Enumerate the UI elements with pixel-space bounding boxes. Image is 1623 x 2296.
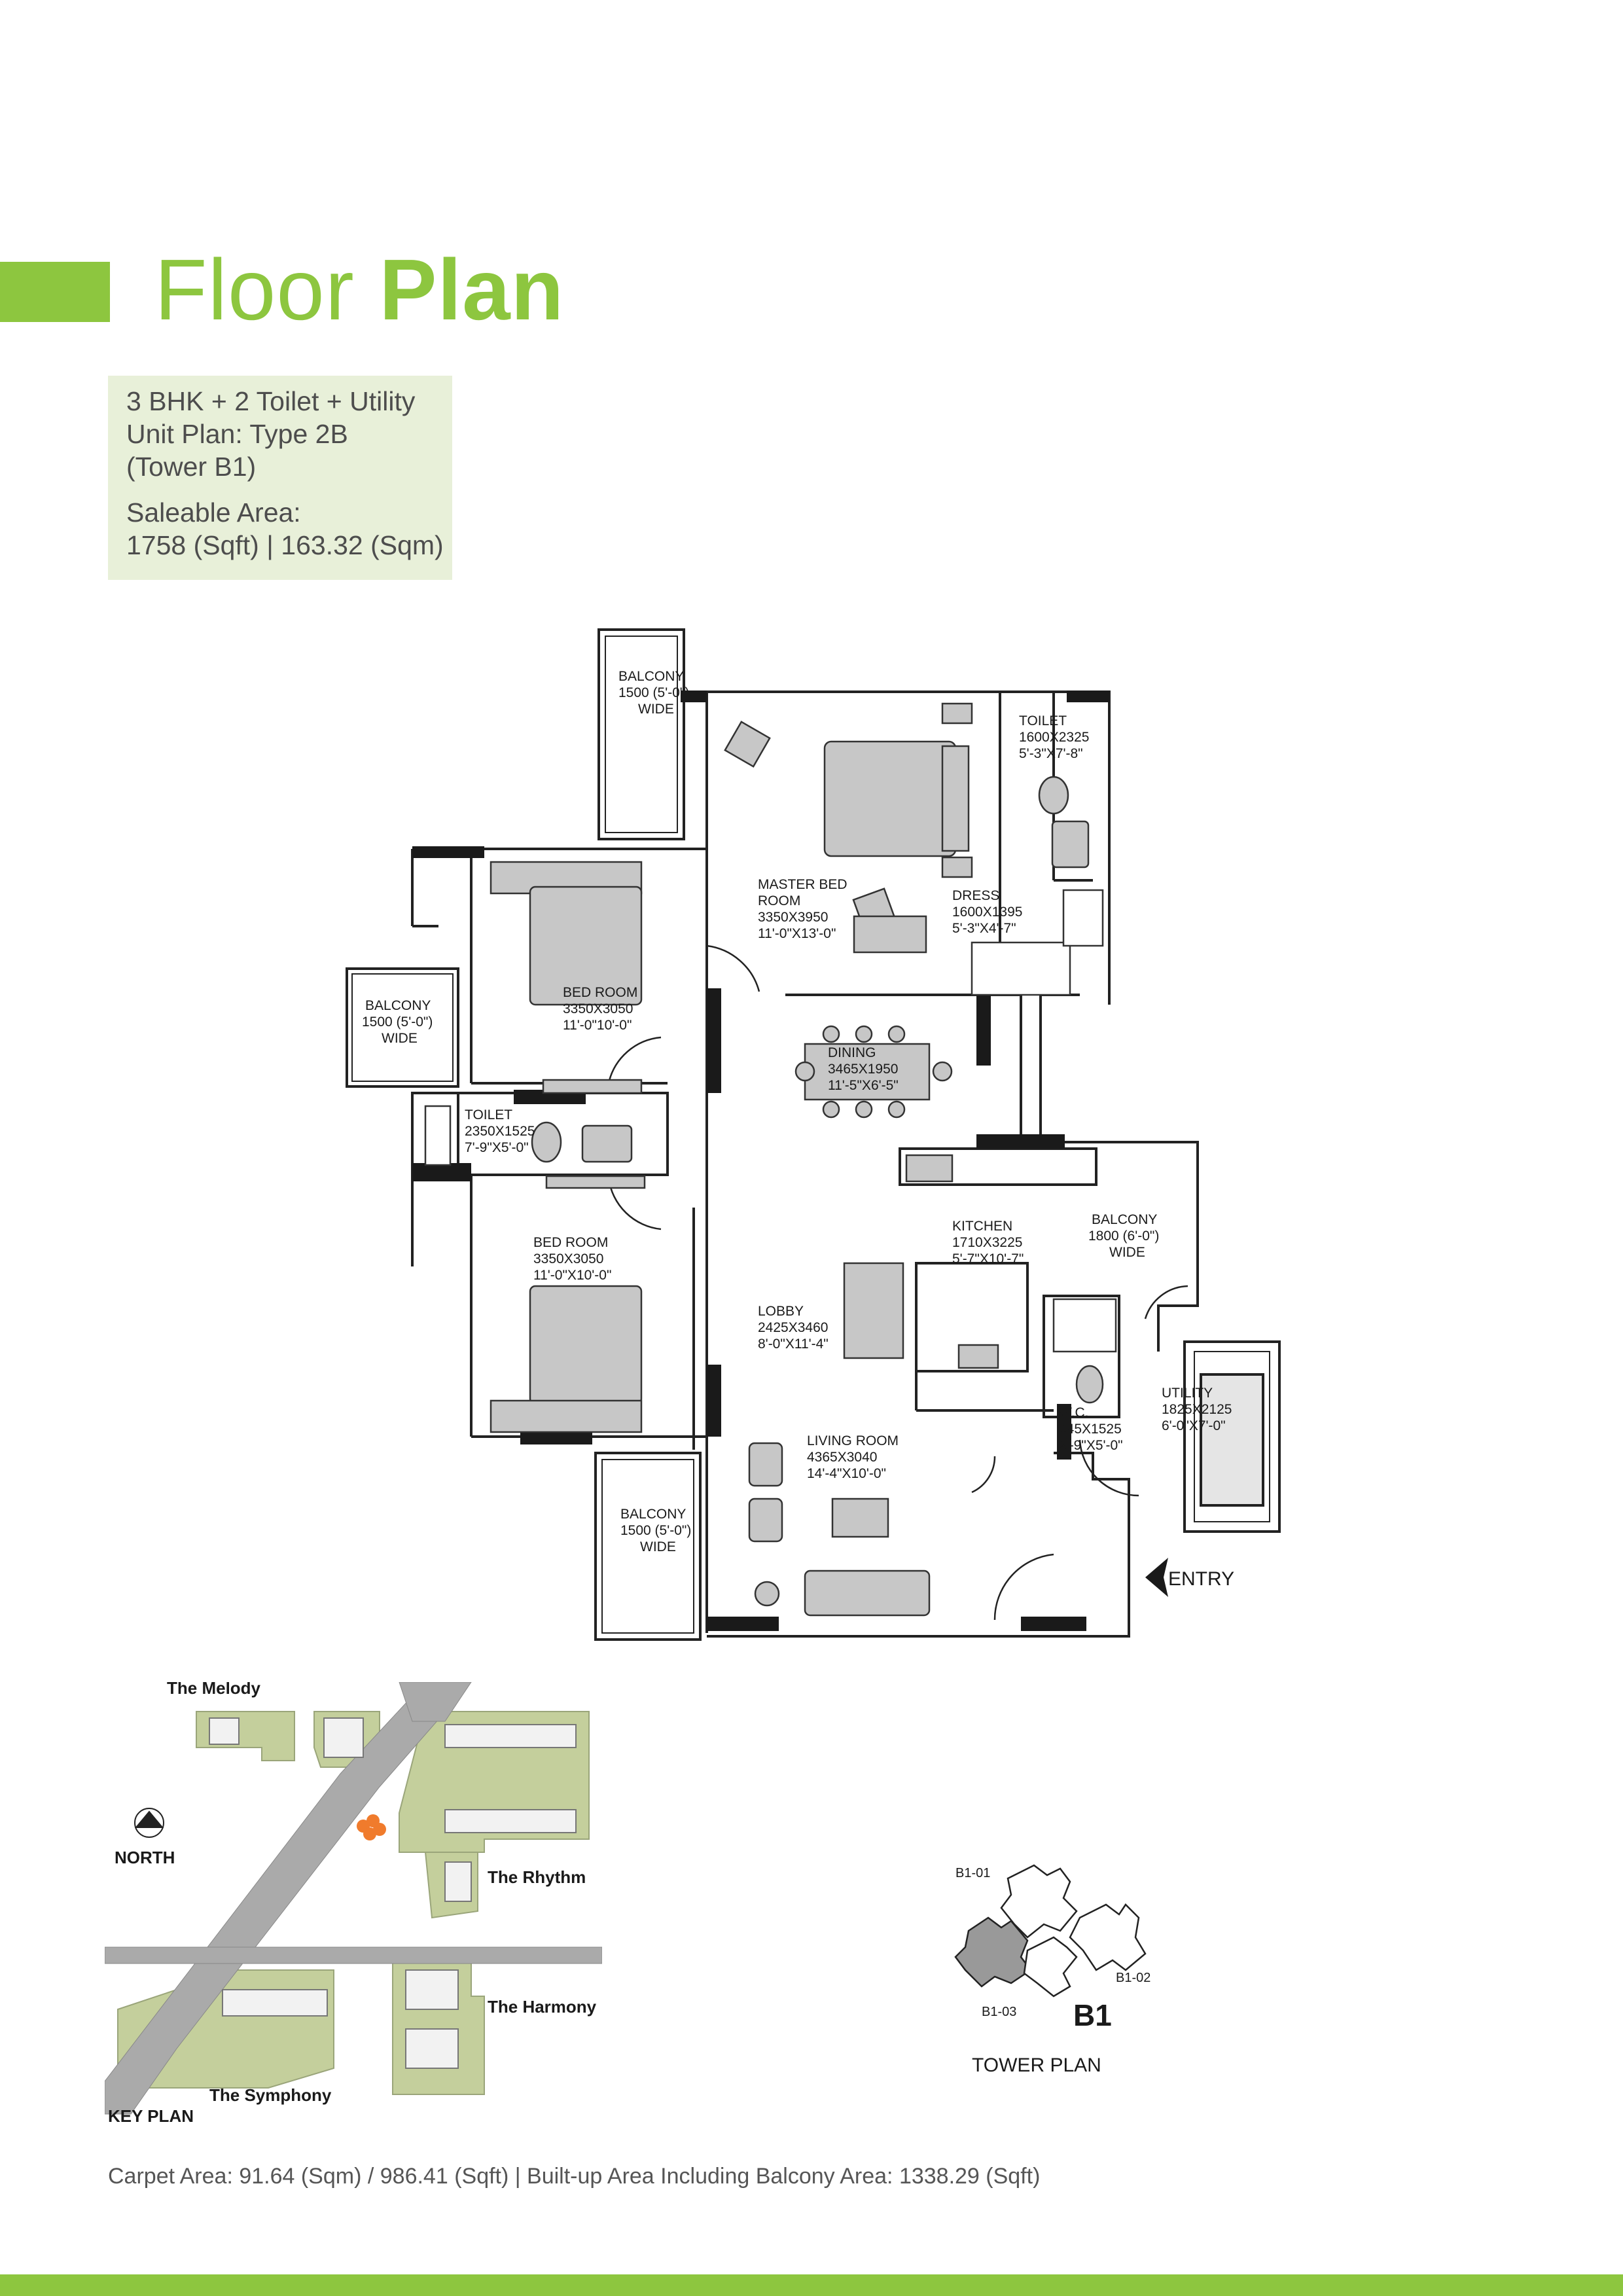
unit-info-box: 3 BHK + 2 Toilet + Utility Unit Plan: Ty…: [108, 376, 452, 580]
footer-areas: Carpet Area: 91.64 (Sqm) / 986.41 (Sqft)…: [108, 2164, 1041, 2189]
dim-kitchen-2: 5'-7"X10'-7": [952, 1251, 1024, 1266]
label-b1-01: B1-01: [955, 1866, 990, 1880]
label-balcony-bottom: BALCONY: [620, 1507, 686, 1522]
tower-plan: B1-01 B1-02 B1-03 B1 TOWER PLAN: [929, 1846, 1204, 2108]
dim-balcony-left-1: 1500 (5'-0"): [362, 1014, 433, 1030]
saleable-area-label: Saleable Area:: [126, 497, 301, 528]
label-north: NORTH: [115, 1848, 175, 1867]
dim-toilet-common-2: 7'-9"X5'-0": [465, 1140, 529, 1155]
dim-dress-1: 1600X1395: [952, 905, 1022, 920]
north-arrow-icon: [134, 1808, 164, 1838]
dim-dress-2: 5'-3"X4'-7": [952, 921, 1016, 936]
dim-wc-2: 2'-9"X5'-0": [1059, 1438, 1123, 1453]
accent-bar: [0, 262, 110, 322]
dim-lobby-2: 8'-0"X11'-4": [758, 1336, 829, 1352]
label-bedroom-2: BED ROOM: [533, 1235, 608, 1250]
label-the-symphony: The Symphony: [209, 2085, 332, 2105]
label-b1-03: B1-03: [982, 2005, 1016, 2019]
label-living-room: LIVING ROOM: [807, 1433, 899, 1448]
highlight-tower-icon: [357, 1814, 386, 1840]
dim-balcony-left-2: WIDE: [382, 1031, 418, 1046]
dim-kitchen-1: 1710X3225: [952, 1235, 1022, 1250]
title-bold: Plan: [379, 242, 565, 338]
saleable-area-value: 1758 (Sqft) | 163.32 (Sqm): [126, 530, 444, 560]
unit-config: 3 BHK + 2 Toilet + Utility: [126, 386, 416, 416]
label-dress: DRESS: [952, 888, 999, 903]
unit-tower: (Tower B1): [126, 452, 257, 482]
dim-toilet-master-1: 1600X2325: [1019, 730, 1089, 745]
label-wc: W.C.: [1059, 1405, 1089, 1420]
dim-balcony-right-1: 1800 (6'-0"): [1088, 1229, 1159, 1244]
dim-dining-2: 11'-5"X6'-5": [828, 1078, 899, 1093]
page-title: Floor Plan: [154, 241, 564, 339]
label-master-bed-2: ROOM: [758, 893, 800, 908]
dim-bedroom-2-2: 11'-0"X10'-0": [533, 1268, 611, 1283]
label-the-harmony: The Harmony: [488, 1997, 597, 2017]
label-dining: DINING: [828, 1045, 876, 1060]
floor-plan-drawing: BALCONY 1500 (5'-0") WIDE TOILET 1600X23…: [346, 628, 1281, 1641]
dim-balcony-right-2: WIDE: [1109, 1245, 1145, 1260]
label-entry: ENTRY: [1168, 1568, 1234, 1590]
label-balcony-left: BALCONY: [365, 998, 431, 1013]
label-tower-plan: TOWER PLAN: [972, 2054, 1101, 2076]
unit-type: Unit Plan: Type 2B: [126, 419, 348, 449]
label-utility: UTILITY: [1162, 1386, 1213, 1401]
label-lobby: LOBBY: [758, 1304, 804, 1319]
key-plan-map: The Melody NORTH The Rhythm The Harmony …: [104, 1678, 603, 2134]
label-the-melody: The Melody: [167, 1682, 261, 1698]
dim-bedroom-2-1: 3350X3050: [533, 1251, 603, 1266]
tower-plan-drawing: B1-01 B1-02 B1-03 B1 TOWER PLAN: [954, 1864, 1150, 2076]
dim-living-room-1: 4365X3040: [807, 1450, 877, 1465]
dim-balcony-bottom-2: WIDE: [640, 1539, 676, 1554]
dim-master-bed-1: 3350X3950: [758, 910, 828, 925]
dim-master-bed-2: 11'-0"X13'-0": [758, 926, 836, 941]
dim-balcony-bottom-1: 1500 (5'-0"): [620, 1523, 691, 1538]
dim-bedroom-1-2: 11'-0"10'-0": [563, 1018, 632, 1033]
label-key-plan: KEY PLAN: [108, 2106, 194, 2126]
label-master-bed-1: MASTER BED: [758, 877, 847, 892]
label-kitchen: KITCHEN: [952, 1219, 1012, 1234]
label-b1-02: B1-02: [1116, 1971, 1150, 1985]
dim-lobby-1: 2425X3460: [758, 1320, 828, 1335]
dim-toilet-master-2: 5'-3"X7'-8": [1019, 746, 1083, 761]
dim-bedroom-1-1: 3350X3050: [563, 1001, 633, 1016]
entry-arrow-icon: [1145, 1558, 1168, 1597]
room-labels: BALCONY 1500 (5'-0") WIDE TOILET 1600X23…: [362, 669, 1234, 1590]
bottom-accent-bar: [0, 2274, 1623, 2296]
dim-utility-2: 6'-0"X7'-0": [1162, 1418, 1226, 1433]
dim-balcony-top-1: 1500 (5'-0"): [618, 685, 689, 700]
label-balcony-top: BALCONY: [618, 669, 684, 684]
dim-toilet-common-1: 2350X1525: [465, 1124, 535, 1139]
key-plan: The Melody NORTH The Rhythm The Harmony …: [104, 1678, 603, 2134]
label-the-rhythm: The Rhythm: [488, 1867, 586, 1887]
label-toilet-common: TOILET: [465, 1107, 512, 1122]
dim-wc-1: 845X1525: [1059, 1422, 1122, 1437]
dim-utility-1: 1825X2125: [1162, 1402, 1232, 1417]
title-light: Floor: [154, 242, 355, 338]
dim-balcony-top-2: WIDE: [638, 702, 674, 717]
floor-plan: BALCONY 1500 (5'-0") WIDE TOILET 1600X23…: [340, 625, 1289, 1646]
dim-living-room-2: 14'-4"X10'-0": [807, 1466, 886, 1481]
label-bedroom-1: BED ROOM: [563, 985, 637, 1000]
label-balcony-right: BALCONY: [1092, 1212, 1157, 1227]
label-tower-b1: B1: [1073, 1998, 1112, 2032]
dim-dining-1: 3465X1950: [828, 1062, 898, 1077]
label-toilet-master: TOILET: [1019, 713, 1067, 728]
